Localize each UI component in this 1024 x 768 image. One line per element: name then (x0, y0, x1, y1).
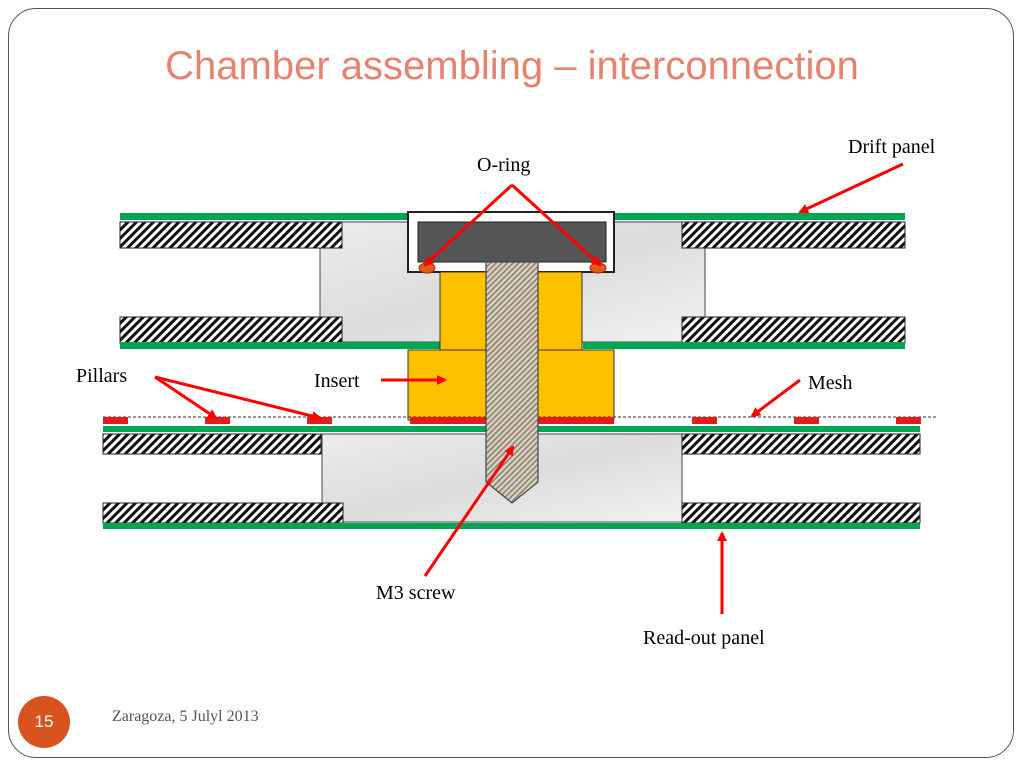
label-readout-panel: Read-out panel (643, 627, 765, 649)
page-number-badge: 15 (18, 696, 70, 748)
label-drift-panel: Drift panel (848, 136, 936, 158)
arrow-mesh (750, 378, 801, 418)
label-insert: Insert (314, 370, 360, 392)
pillar (692, 417, 717, 424)
pillar (794, 417, 819, 424)
annotation-arrows (154, 162, 904, 614)
label-mesh: Mesh (808, 372, 852, 394)
slide-frame (8, 8, 1014, 758)
pillar (205, 417, 230, 424)
pillar (103, 417, 128, 424)
slide-title: Chamber assembling – interconnection (165, 44, 859, 88)
label-m3-screw: M3 screw (376, 582, 456, 604)
arrow-pillar-1 (154, 375, 218, 420)
arrow-o-ring-left (423, 183, 514, 267)
label-o-ring: O-ring (477, 154, 530, 176)
m3-screw (485, 261, 539, 504)
arrow-drift-panel (798, 162, 904, 214)
arrow-pillar-2 (154, 375, 322, 421)
label-pillars: Pillars (76, 365, 127, 387)
arrow-o-ring-right (510, 183, 602, 267)
footer-text: Zaragoza, 5 Julyl 2013 (112, 708, 259, 725)
pillar (896, 417, 921, 424)
arrow-m3-screw (423, 445, 515, 577)
